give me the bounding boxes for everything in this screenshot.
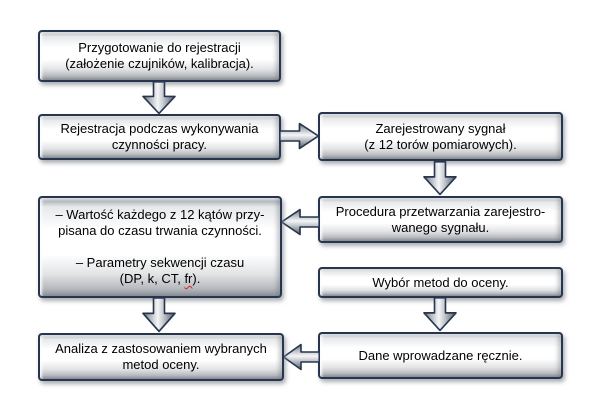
box-line: Procedura przetwarzania zarejestro- (335, 203, 546, 219)
flow-box-analysis: Analiza z zastosowaniem wybranych metod … (38, 333, 284, 381)
arrow-left-icon (280, 207, 320, 237)
box-line: (założenie czujników, kalibracja). (65, 56, 254, 71)
box-line: Zarejestrowany sygnał (375, 120, 506, 136)
flow-box-recorded-signal: Zarejestrowany sygnał (z 12 torów pomiar… (318, 112, 563, 161)
box-line: pisana do czasu trwania czynności. (58, 223, 262, 238)
flow-box-angle-values: – Wartość każdego z 12 kątów przy- pisan… (38, 196, 282, 298)
box-line: (z 12 torów pomiarowych). (364, 136, 517, 152)
box-line-parameters: (DP, k, CT, fr). (120, 271, 201, 287)
box-line: czynności pracy. (111, 137, 208, 152)
misspelled-word: fr (184, 271, 193, 286)
arrow-down-icon (141, 81, 177, 115)
box-line: Analiza z zastosowaniem wybranych (55, 341, 267, 356)
box-line: – Parametry sekwencji czasu (75, 255, 245, 270)
flow-box-method-choice: Wybór metod do oceny. (318, 267, 563, 298)
arrow-down-icon (422, 297, 458, 332)
params-pre: (DP, k, CT, (119, 271, 185, 286)
arrow-right-icon (279, 121, 320, 151)
params-post: ). (192, 271, 201, 286)
box-line: metod oceny. (122, 357, 200, 372)
box-line: wanego sygnału. (391, 219, 490, 235)
arrow-down-icon (422, 161, 458, 196)
arrow-down-icon (141, 297, 177, 333)
box-line: Rejestracja podczas wykonywania (60, 121, 259, 136)
flow-box-preparation: Przygotowanie do rejestracji (założenie … (38, 30, 281, 82)
box-line: Dane wprowadzane ręcznie. (358, 347, 523, 363)
arrow-left-icon (282, 342, 320, 372)
box-line: Przygotowanie do rejestracji (78, 40, 241, 55)
box-line: – Wartość każdego z 12 kątów przy- (55, 207, 265, 222)
flow-box-registration: Rejestracja podczas wykonywania czynnośc… (38, 114, 281, 160)
box-line: Wybór metod do oceny. (372, 274, 509, 290)
flow-box-signal-processing: Procedura przetwarzania zarejestro- wane… (318, 196, 563, 243)
flow-box-manual-data: Dane wprowadzane ręcznie. (318, 332, 563, 379)
